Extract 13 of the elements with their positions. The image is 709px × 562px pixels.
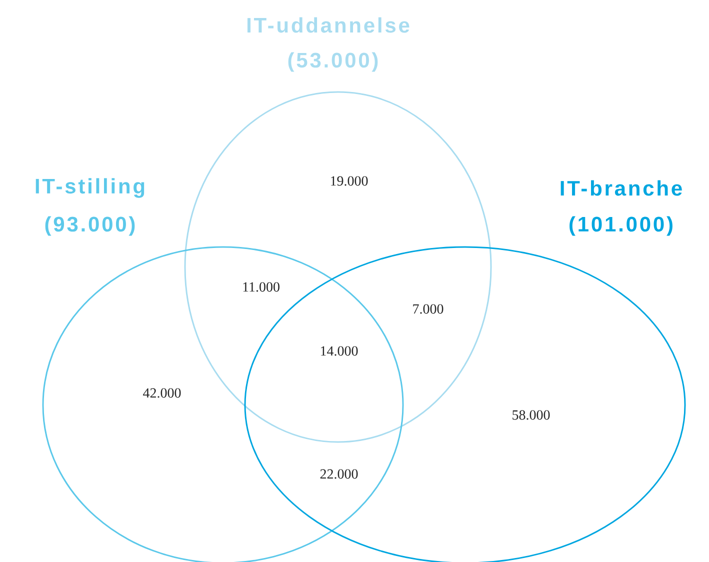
region-count: 14.000 — [320, 346, 358, 356]
set-heading: (101.000) — [570, 216, 672, 236]
region-count: 22.000 — [320, 469, 358, 479]
region-count: 58.000 — [512, 410, 550, 420]
set-heading: IT-uddannelse — [247, 17, 410, 33]
set-heading: IT-stilling — [36, 178, 144, 198]
set-heading: (93.000) — [45, 216, 135, 236]
set-heading: (53.000) — [288, 52, 378, 72]
region-count: 7.000 — [413, 304, 444, 314]
region-count: 11.000 — [243, 282, 280, 292]
set-heading: IT-branche — [560, 180, 682, 196]
region-count: 42.000 — [143, 388, 181, 398]
region-count: 19.000 — [330, 176, 368, 186]
